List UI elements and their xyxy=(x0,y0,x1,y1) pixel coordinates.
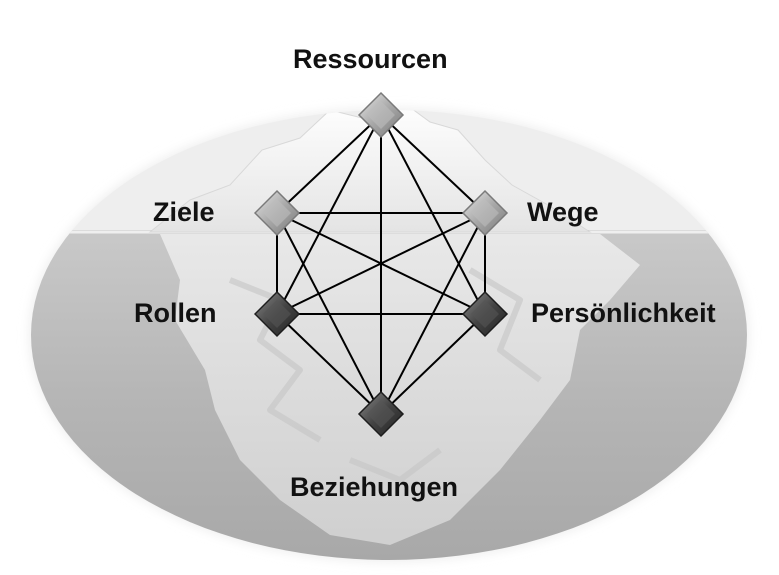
label-ziele: Ziele xyxy=(153,197,215,227)
node-facet-ressourcen xyxy=(367,101,395,129)
label-ressourcen: Ressourcen xyxy=(293,44,448,74)
edge-ressourcen-wege xyxy=(380,114,486,214)
edge-persoenlichkeit-ziele xyxy=(276,212,486,315)
label-persoenlichkeit: Persönlichkeit xyxy=(531,298,716,328)
edge-beziehungen-ziele xyxy=(276,212,382,415)
label-rollen: Rollen xyxy=(134,298,217,328)
node-facet-wege xyxy=(471,199,499,227)
node-facet-ziele xyxy=(263,199,291,227)
edge-beziehungen-rollen xyxy=(276,313,382,415)
label-wege: Wege xyxy=(527,197,599,227)
node-facet-rollen xyxy=(263,300,291,328)
edge-ressourcen-rollen xyxy=(276,114,382,315)
edge-persoenlichkeit-beziehungen xyxy=(380,313,486,415)
node-group xyxy=(253,91,509,438)
edge-ressourcen-ziele xyxy=(276,114,382,214)
node-facet-beziehungen xyxy=(367,400,395,428)
label-beziehungen: Beziehungen xyxy=(290,472,459,502)
node-facet-persoenlichkeit xyxy=(471,300,499,328)
edge-ressourcen-persoenlichkeit xyxy=(380,114,486,315)
